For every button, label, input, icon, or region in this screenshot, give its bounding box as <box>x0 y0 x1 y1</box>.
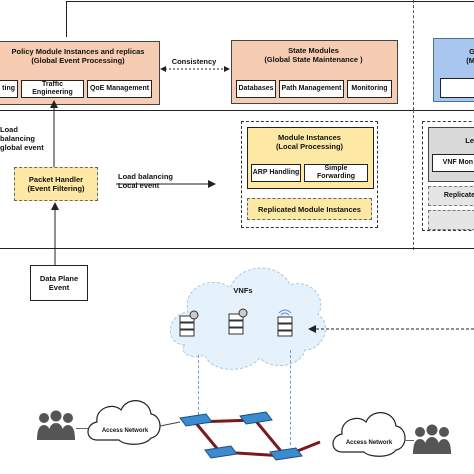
module-instances-group <box>241 121 378 228</box>
state-modules-title-line1: State Modules <box>288 46 339 55</box>
users-group-icon-right <box>413 424 451 454</box>
module-item-label: Simple Forwarding <box>316 164 356 180</box>
replicated-module-label: Replicated Module Instances <box>258 204 361 214</box>
right-replicate-label: Replicate <box>443 191 474 199</box>
state-item-path-management: Path Management <box>279 80 344 98</box>
top-frame-line <box>66 1 474 2</box>
policy-item-label: QoE Management <box>89 84 150 92</box>
lb-global-line1: Load balancing <box>0 125 36 143</box>
server-gear-icon <box>228 308 248 335</box>
replicated-module-instances: Replicated Module Instances <box>247 198 372 220</box>
data-plane-event-arrow <box>51 202 59 266</box>
right-global-module-label: G (M <box>435 47 474 65</box>
policy-module-title: Policy Module Instances and replicas (Gl… <box>0 47 156 65</box>
right-global-line1: G <box>469 47 474 56</box>
packet-handler-line2: (Event Filtering) <box>27 184 85 193</box>
consistency-arrow <box>160 66 230 72</box>
right-global-inner-box <box>440 78 474 98</box>
user-link-left <box>76 428 88 429</box>
state-item-monitoring: Monitoring <box>347 80 392 98</box>
right-local-group <box>422 121 474 231</box>
module-item-label: ARP Handling <box>252 168 300 176</box>
vnfs-label: VNFs <box>233 286 253 295</box>
access-network-right-label: Access Network <box>345 440 393 446</box>
vnf-link-left <box>198 355 199 415</box>
right-replicate-box-2 <box>428 210 474 230</box>
lb-local-line1: Load balancing <box>118 172 174 181</box>
data-plane-event-line2: Event <box>48 283 70 292</box>
module-instances-title-line2: (Local Processing) <box>275 142 344 151</box>
middle-right-dashed-divider <box>413 110 414 250</box>
packet-handler-box: Packet Handler (Event Filtering) <box>14 167 98 201</box>
state-modules-title: State Modules (Global State Maintenance … <box>231 46 396 64</box>
switch-network <box>140 411 321 461</box>
data-plane-event-line1: Data Plane <box>39 274 79 283</box>
data-plane-event-box: Data Plane Event <box>30 265 88 301</box>
policy-item-label: ting <box>2 84 15 92</box>
lb-global-line2: global event <box>0 143 44 152</box>
module-item-arp-handling: ARP Handling <box>251 164 301 182</box>
policy-item-qoe-management: QoE Management <box>87 80 152 98</box>
module-instances-title: Module Instances (Local Processing) <box>247 133 372 151</box>
module-instances-title-line1: Module Instances <box>278 133 341 142</box>
server-gear-icon <box>179 310 199 337</box>
state-modules-title-line2: (Global State Maintenance ) <box>264 55 363 64</box>
module-item-simple-forwarding: Simple Forwarding <box>304 164 368 182</box>
policy-item-routing: ting <box>0 80 18 98</box>
lb-global-label: Load balancing global event <box>0 125 44 152</box>
lb-local-arrow <box>116 180 216 188</box>
top-right-dashed-divider <box>413 0 414 110</box>
right-dashed-arrow <box>308 325 474 333</box>
access-network-left-label: Access Network <box>101 428 149 434</box>
server-wifi-icon <box>277 309 293 337</box>
lb-local-line2: Local event <box>118 181 160 190</box>
access-network-cloud-left <box>87 400 161 445</box>
state-item-databases: Databases <box>236 80 276 98</box>
policy-module-title-line2: (Global Event Processing) <box>31 56 125 65</box>
right-vnf-mon-label: VNF Mon <box>442 158 473 166</box>
policy-item-traffic-engineering: Traffic Engineering <box>21 80 84 98</box>
right-vnf-mon-box: VNF Mon <box>432 154 474 172</box>
consistency-label: Consistency <box>171 57 217 66</box>
right-replicate-box: Replicate <box>428 186 474 206</box>
vnf-link-right <box>290 350 291 445</box>
state-item-label: Path Management <box>281 84 342 92</box>
top-left-connector <box>66 1 67 37</box>
policy-item-label: Traffic Engineering <box>32 80 73 96</box>
right-local-title: Le <box>465 136 474 145</box>
state-item-label: Databases <box>238 84 274 92</box>
bottom-divider-line <box>0 248 474 249</box>
packet-handler-line1: Packet Handler <box>28 175 84 184</box>
vnf-cloud <box>169 267 326 370</box>
right-global-line2: (M <box>466 56 474 65</box>
lb-local-label: Load balancing Local event <box>118 172 204 190</box>
user-link-right <box>404 440 414 441</box>
lb-global-arrow <box>50 100 58 168</box>
middle-divider-line <box>0 110 474 111</box>
access-network-cloud-right <box>332 412 406 457</box>
policy-module-title-line1: Policy Module Instances and replicas <box>11 47 145 56</box>
users-group-icon-left <box>37 410 75 440</box>
state-item-label: Monitoring <box>351 84 388 92</box>
